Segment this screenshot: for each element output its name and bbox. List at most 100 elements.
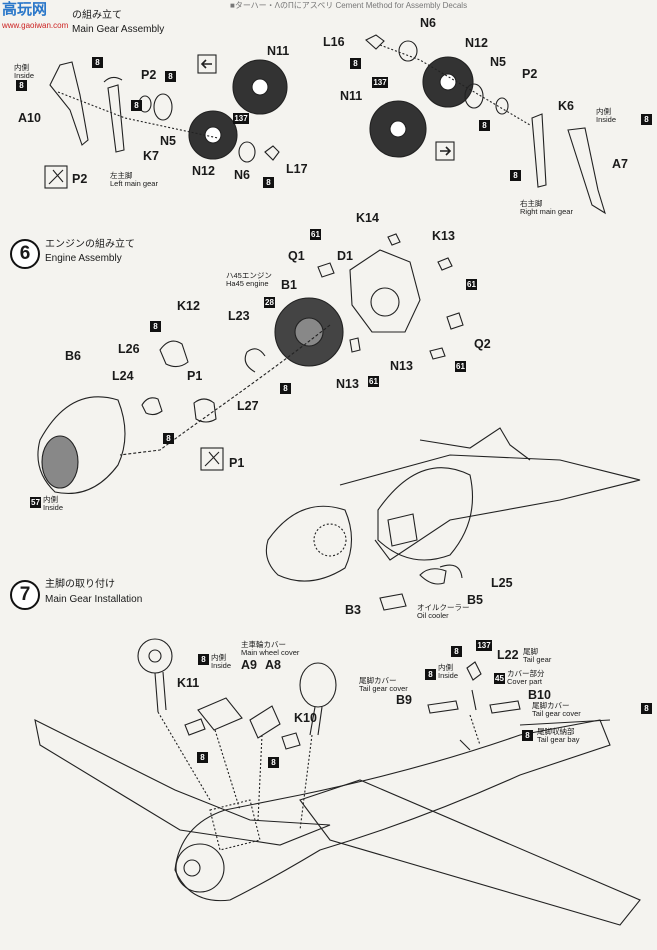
note-inside-b6-en: Inside <box>43 503 64 513</box>
note-tail-bay-jp: 尾脚収納部 <box>537 727 575 736</box>
header-partial: ■ターハー・ΛのΠにアスペリ Cement Method for Assembl… <box>230 1 468 10</box>
label-n5-right: N5 <box>490 55 506 69</box>
label-p2-cut: P2 <box>72 172 88 186</box>
code-badge: 8 <box>131 100 142 111</box>
note-inside-a7-en: Inside <box>596 115 617 125</box>
code-badge: 8 <box>165 71 176 82</box>
note-inside-a7-jp: 内側 <box>596 107 611 116</box>
note-right-gear-en: Right main gear <box>520 207 573 217</box>
note-tail-cover-right-jp: 尾脚カバー <box>532 701 570 710</box>
note-wheel-cover: 主車輪カバー Main wheel cover <box>241 640 299 658</box>
label-q2: Q2 <box>474 337 491 351</box>
note-tail-cover-right: 尾脚カバー Tail gear cover <box>532 701 581 719</box>
label-p1-cut: P1 <box>229 456 245 470</box>
label-l25: L25 <box>491 576 513 590</box>
label-n13-left: N13 <box>336 377 359 391</box>
note-inside-b6: 内側 Inside <box>43 495 64 513</box>
part-a10 <box>49 61 89 146</box>
label-b1: B1 <box>281 278 297 292</box>
label-l26: L26 <box>118 342 140 356</box>
label-l17: L17 <box>286 162 308 176</box>
label-n12-left: N12 <box>192 164 215 178</box>
code-badge: 8 <box>197 752 208 763</box>
note-engine-en: Ha45 engine <box>226 279 269 289</box>
note-inside-k11-jp: 内側 <box>211 653 226 662</box>
code-badge: 8 <box>479 120 490 131</box>
code-badge: 8 <box>350 58 361 69</box>
note-inside-l22: 内側 Inside <box>438 663 458 681</box>
note-oil-cooler: オイルクーラー Oil cooler <box>417 603 470 621</box>
part-d1 <box>349 249 421 333</box>
label-b6: B6 <box>65 349 81 363</box>
label-l23: L23 <box>228 309 250 323</box>
label-k14: K14 <box>356 211 379 225</box>
note-tail-bay: 尾脚収納部 Tail gear bay <box>537 727 580 745</box>
main-gear-title-jp: の組み立て <box>72 10 122 21</box>
note-inside-a7: 内側 Inside <box>596 107 617 125</box>
label-d1: D1 <box>337 249 353 263</box>
code-badge: 8 <box>268 757 279 768</box>
note-cover-part: カバー部分 Cover part <box>507 669 545 687</box>
note-tail-bay-en: Tail gear bay <box>537 735 580 745</box>
watermark: 高玩网 www.gaoiwan.com <box>0 0 74 34</box>
note-inside-en: Inside <box>14 71 35 81</box>
note-right-gear: 右主脚 Right main gear <box>520 199 573 217</box>
code-badge: 8 <box>150 321 161 332</box>
code-badge: 57 <box>30 497 41 508</box>
label-b9: B9 <box>396 693 412 707</box>
note-tail-gear-en: Tail gear <box>523 655 552 665</box>
label-p1: P1 <box>187 369 203 383</box>
note-tail-gear: 尾脚 Tail gear <box>523 647 552 665</box>
note-tail-cover-left-jp: 尾脚カバー <box>359 676 397 685</box>
code-badge: 61 <box>466 279 477 290</box>
note-tail-cover-left: 尾脚カバー Tail gear cover <box>359 676 408 694</box>
engine-title-jp: エンジンの組み立て <box>45 239 135 250</box>
label-n11-left: N11 <box>267 44 290 58</box>
note-inside-l22-jp: 内側 <box>438 663 453 672</box>
label-l27: L27 <box>237 399 259 413</box>
note-oil-en: Oil cooler <box>417 611 449 621</box>
code-badge: 8 <box>163 433 174 444</box>
label-a10: A10 <box>18 111 41 125</box>
label-n13-right: N13 <box>390 359 413 373</box>
code-badge: 61 <box>455 361 466 372</box>
note-oil-jp: オイルクーラー <box>417 603 470 612</box>
code-badge: 8 <box>522 730 533 741</box>
label-p2-left: P2 <box>141 68 157 82</box>
code-badge: 8 <box>510 170 521 181</box>
note-right-gear-jp: 右主脚 <box>520 199 543 208</box>
note-inside-k11-en: Inside <box>211 661 232 671</box>
label-a7: A7 <box>612 157 628 171</box>
watermark-logo: 高玩网 <box>2 1 48 18</box>
note-inside-jp: 内側 <box>14 63 29 72</box>
label-l22: L22 <box>497 648 519 662</box>
label-n12-right: N12 <box>465 36 488 50</box>
label-b3: B3 <box>345 603 361 617</box>
code-badge: 61 <box>310 229 321 240</box>
code-badge: 8 <box>451 646 462 657</box>
gear-install-title-en: Main Gear Installation <box>45 594 143 605</box>
label-n5-left: N5 <box>160 134 176 148</box>
code-badge: 8 <box>263 177 274 188</box>
code-badge: 137 <box>233 113 249 124</box>
label-n6-left: N6 <box>234 168 250 182</box>
gear-install-title-jp: 主脚の取り付け <box>45 579 115 590</box>
code-badge: 61 <box>368 376 379 387</box>
note-wheel-cover-jp: 主車輪カバー <box>241 640 286 649</box>
note-left-gear: 左主脚 Left main gear <box>110 171 158 189</box>
note-left-gear-en: Left main gear <box>110 179 158 189</box>
label-a8: A8 <box>265 658 281 672</box>
note-inside-a10: 内側 Inside <box>14 63 35 81</box>
code-badge: 8 <box>280 383 291 394</box>
note-tail-cover-right-en: Tail gear cover <box>532 709 581 719</box>
fuselage-outline <box>174 719 611 902</box>
code-badge: 137 <box>476 640 492 651</box>
label-l24: L24 <box>112 369 134 383</box>
code-badge: 8 <box>16 80 27 91</box>
step-number-7: 7 <box>10 580 40 610</box>
engine-title-en: Engine Assembly <box>45 253 122 264</box>
code-badge: 8 <box>425 669 436 680</box>
label-n11-right: N11 <box>340 89 363 103</box>
